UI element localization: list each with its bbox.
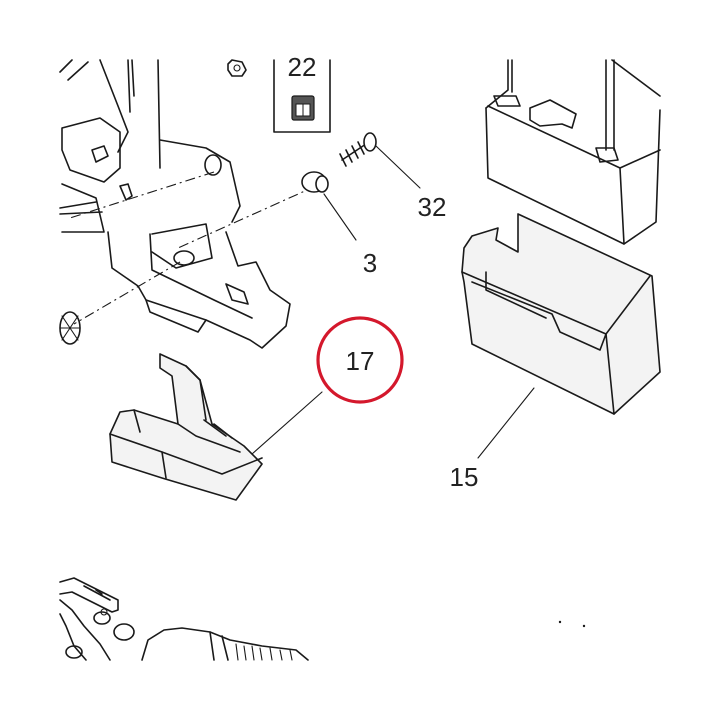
part-17-leader [251, 391, 323, 455]
part-32-label: 32 [418, 192, 447, 222]
part-17-highlight-circle [316, 316, 404, 404]
part-15-leader [477, 387, 535, 459]
part-3-leader [323, 193, 357, 241]
small-bolt-icon [227, 59, 247, 77]
part-22-fuse-callout: 22 [273, 52, 331, 133]
lower-assembly-icon [59, 577, 309, 661]
alignment-lines [69, 171, 317, 325]
small-marks [558, 620, 586, 628]
part-17-label: 17 [346, 346, 375, 376]
battery-cover-icon [461, 213, 661, 415]
grommet-icon [301, 171, 329, 193]
fuse-icon [291, 95, 315, 121]
screw-icon [339, 132, 377, 167]
part-17-cover-icon [109, 353, 263, 501]
frame-bracket [59, 59, 291, 349]
part-3-label: 3 [363, 248, 377, 278]
clip-nut-icon [59, 311, 81, 345]
part-15-label: 15 [450, 462, 479, 492]
battery-icon [485, 59, 661, 245]
part-32-leader [375, 145, 421, 189]
part-22-label: 22 [288, 52, 317, 82]
